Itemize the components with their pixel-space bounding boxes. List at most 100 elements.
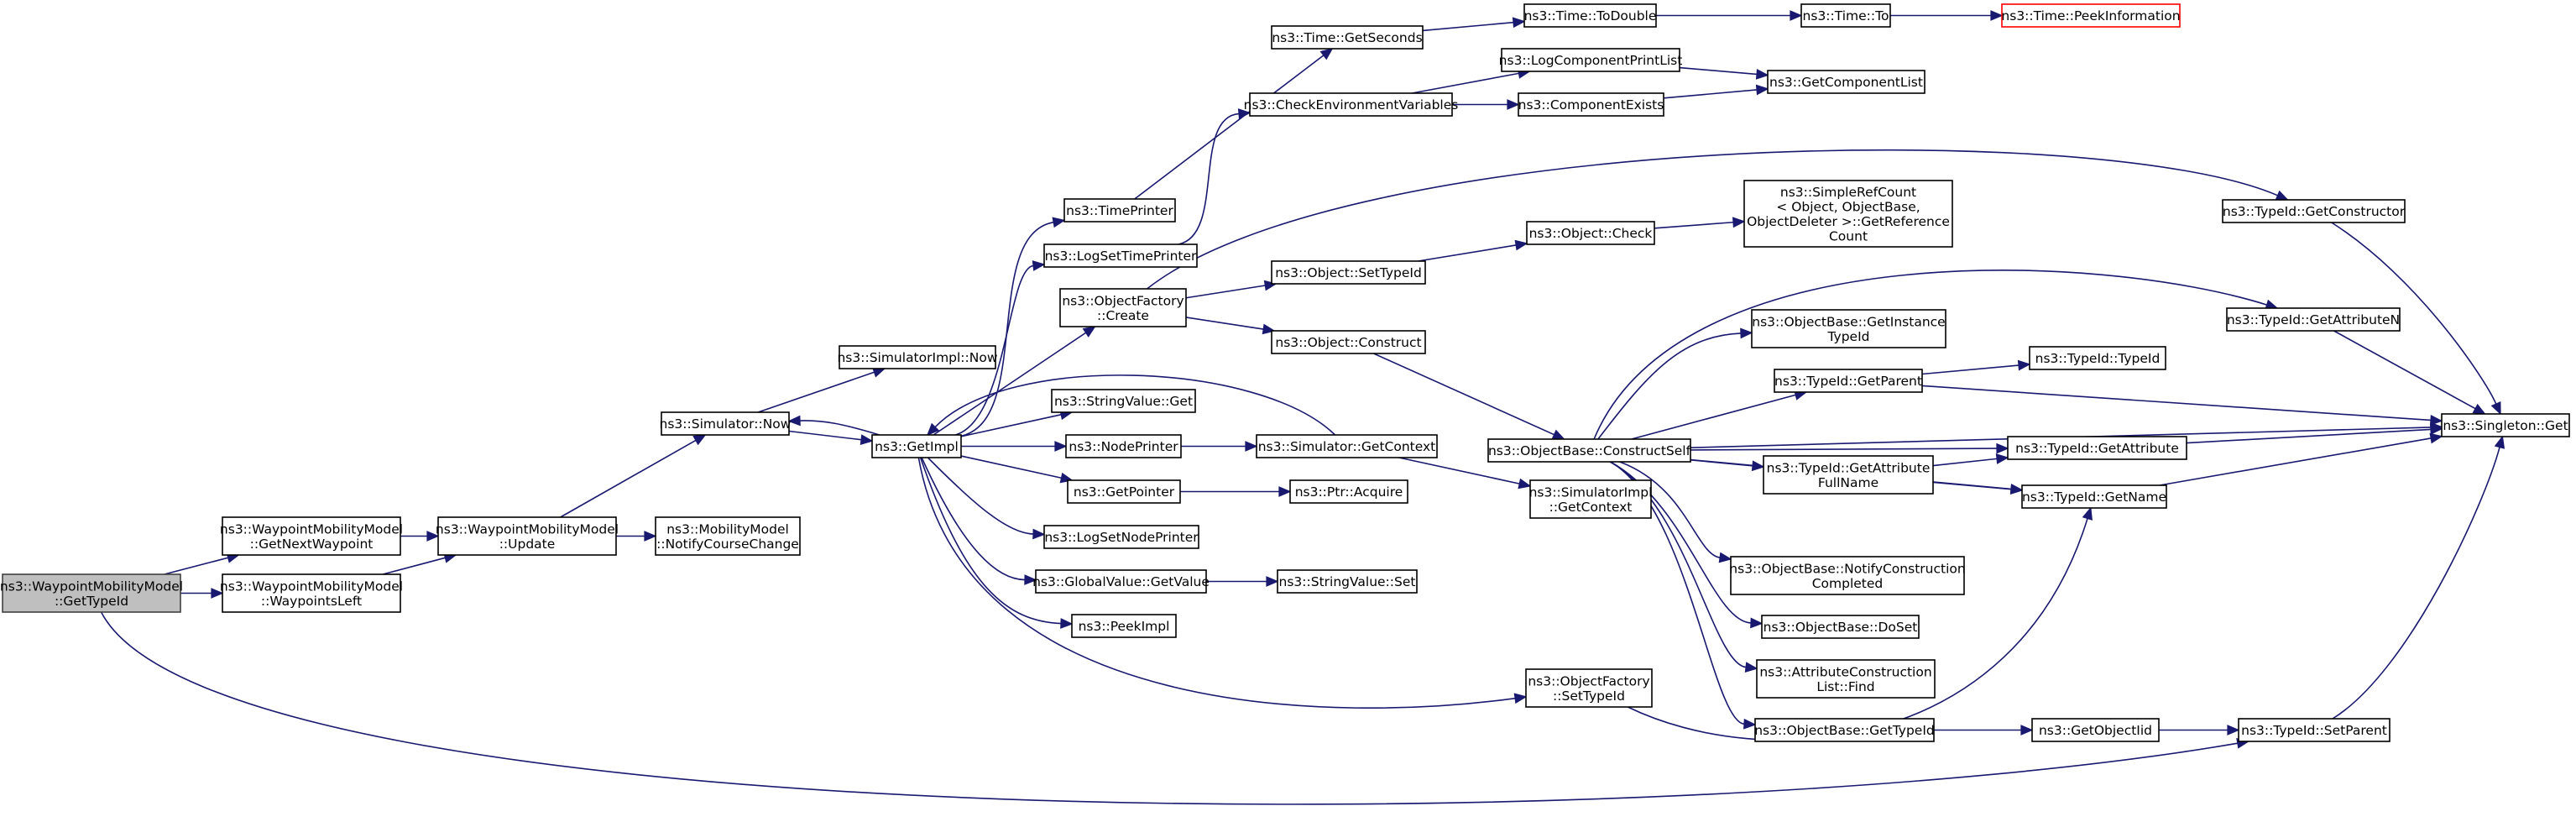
node-box[interactable] (1043, 243, 1198, 268)
node-box[interactable] (1065, 434, 1182, 458)
node-box[interactable] (2238, 718, 2391, 742)
node-box[interactable] (2021, 484, 2167, 509)
node-box[interactable] (1271, 25, 1424, 50)
node-timetodouble[interactable]: ns3::Time::ToDouble (1523, 3, 1657, 28)
node-box[interactable] (1051, 389, 1196, 413)
node-getimpl[interactable]: ns3::GetImpl (871, 434, 962, 458)
node-logcompprintlist[interactable]: ns3::LogComponentPrintList (1499, 48, 1683, 72)
node-box[interactable] (2029, 346, 2166, 370)
node-box[interactable] (1800, 3, 1891, 28)
node-box[interactable] (1249, 92, 1453, 117)
node-gettypeid-root[interactable]: ns3::WaypointMobilityModel::GetTypeId (0, 573, 183, 613)
node-objfactorycreate[interactable]: ns3::ObjectFactory::Create (1059, 288, 1187, 327)
node-typeidtypeid[interactable]: ns3::TypeId::TypeId (2029, 346, 2166, 370)
node-box[interactable] (1059, 288, 1187, 327)
node-box[interactable] (1529, 479, 1652, 519)
node-box[interactable] (1277, 569, 1418, 594)
node-box[interactable] (1289, 479, 1408, 504)
node-box[interactable] (2001, 3, 2181, 28)
node-typeidgetattributen[interactable]: ns3::TypeId::GetAttributeN (2226, 307, 2401, 332)
node-simplerefcount[interactable]: ns3::SimpleRefCount< Object, ObjectBase,… (1743, 180, 1953, 248)
node-box[interactable] (1756, 659, 1936, 699)
node-logsettimeprinter[interactable]: ns3::LogSetTimePrinter (1043, 243, 1198, 268)
node-typeidgetname[interactable]: ns3::TypeId::GetName (2021, 484, 2167, 509)
node-typeidgetconstructor[interactable]: ns3::TypeId::GetConstructor (2222, 199, 2406, 223)
node-box[interactable] (1763, 455, 1934, 495)
node-objbasegettypeid[interactable]: ns3::ObjectBase::GetTypeId (1754, 718, 1935, 742)
node-box[interactable] (1754, 718, 1935, 742)
node-dogetobj[interactable]: ns3::ObjectBase::DoSet (1761, 615, 1920, 639)
node-box[interactable] (1761, 615, 1920, 639)
node-box[interactable] (2441, 413, 2570, 437)
node-getnextwaypoint[interactable]: ns3::WaypointMobilityModel::GetNextWaypo… (220, 516, 403, 556)
node-peekimpl[interactable]: ns3::PeekImpl (1071, 614, 1177, 638)
node-notifycoursechange[interactable]: ns3::MobilityModel::NotifyCourseChange (655, 516, 801, 556)
node-box[interactable] (871, 434, 962, 458)
node-simnow[interactable]: ns3::Simulator::Now (660, 411, 792, 436)
node-constructself[interactable]: ns3::ObjectBase::ConstructSelf (1487, 438, 1691, 463)
node-box[interactable] (2226, 307, 2401, 332)
node-box[interactable] (1767, 70, 1925, 94)
node-logsetnodeprinter[interactable]: ns3::LogSetNodePrinter (1043, 525, 1199, 549)
node-simimplgetcontext[interactable]: ns3::SimulatorImpl::GetContext (1529, 479, 1653, 519)
node-simgetcontext[interactable]: ns3::Simulator::GetContext (1256, 434, 1438, 458)
node-box[interactable] (1271, 330, 1426, 354)
node-box[interactable] (222, 573, 401, 613)
node-box[interactable] (1487, 438, 1691, 463)
node-getobjectiid[interactable]: ns3::GetObjectIid (2031, 718, 2160, 742)
node-box[interactable] (222, 516, 401, 556)
node-box[interactable] (1774, 369, 1923, 393)
node-box[interactable] (1523, 3, 1657, 28)
node-checkenv[interactable]: ns3::CheckEnvironmentVariables (1244, 92, 1459, 117)
node-box[interactable] (661, 411, 790, 436)
node-box[interactable] (1067, 479, 1181, 504)
node-box[interactable] (1751, 309, 1946, 348)
node-box[interactable] (1071, 614, 1177, 638)
node-singletonget[interactable]: ns3::Singleton::Get (2441, 413, 2570, 437)
node-box[interactable] (2007, 436, 2187, 460)
node-box[interactable] (437, 516, 617, 556)
node-box[interactable] (1730, 556, 1965, 595)
node-timegetseconds[interactable]: ns3::Time::GetSeconds (1271, 25, 1424, 50)
node-getpointer[interactable]: ns3::GetPointer (1067, 479, 1181, 504)
node-stringvalueset[interactable]: ns3::StringValue::Set (1277, 569, 1418, 594)
node-waypointsleft[interactable]: ns3::WaypointMobilityModel::WaypointsLef… (220, 573, 403, 613)
node-box[interactable] (1063, 198, 1176, 223)
node-objsettypeid[interactable]: ns3::Object::SetTypeId (1271, 260, 1426, 285)
node-typeidgetparent[interactable]: ns3::TypeId::GetParent (1774, 369, 1923, 393)
node-timeto[interactable]: ns3::Time::To (1800, 3, 1891, 28)
node-typeidsetparent[interactable]: ns3::TypeId::SetParent (2238, 718, 2391, 742)
node-box[interactable] (2222, 199, 2406, 223)
node-box[interactable] (1271, 260, 1426, 285)
node-box[interactable] (1501, 48, 1680, 72)
node-box[interactable] (1035, 569, 1207, 594)
node-update[interactable]: ns3::WaypointMobilityModel::Update (436, 516, 619, 556)
node-notifyconstruction[interactable]: ns3::ObjectBase::NotifyConstructionCompl… (1729, 556, 1966, 595)
node-box[interactable] (2031, 718, 2160, 742)
node-componentexists[interactable]: ns3::ComponentExists (1518, 92, 1664, 117)
node-objectcheck[interactable]: ns3::Object::Check (1526, 221, 1655, 245)
node-box[interactable] (1043, 525, 1199, 549)
node-box[interactable] (655, 516, 801, 556)
node-ptracquire[interactable]: ns3::Ptr::Acquire (1289, 479, 1408, 504)
node-objfactorysettypeid[interactable]: ns3::ObjectFactory::SetTypeId (1525, 668, 1653, 708)
node-timepeekinfo[interactable]: ns3::Time::PeekInformation (2001, 3, 2181, 28)
node-nodeprinter[interactable]: ns3::NodePrinter (1065, 434, 1182, 458)
node-box[interactable] (1256, 434, 1438, 458)
node-getcomponentlist[interactable]: ns3::GetComponentList (1767, 70, 1925, 94)
node-box[interactable] (839, 345, 996, 369)
node-globalvaluegetvalue[interactable]: ns3::GlobalValue::GetValue (1032, 569, 1210, 594)
node-box[interactable] (1518, 92, 1664, 117)
node-stringvalueget[interactable]: ns3::StringValue::Get (1051, 389, 1196, 413)
node-box[interactable] (1743, 180, 1953, 248)
node-box[interactable] (2, 573, 181, 613)
node-timeprinter[interactable]: ns3::TimePrinter (1063, 198, 1176, 223)
node-box[interactable] (1526, 221, 1655, 245)
node-simimplnow[interactable]: ns3::SimulatorImpl::Now (837, 345, 998, 369)
node-objconstruct[interactable]: ns3::Object::Construct (1271, 330, 1426, 354)
node-box[interactable] (1525, 668, 1653, 708)
node-typeidgetattribute[interactable]: ns3::TypeId::GetAttribute (2007, 436, 2187, 460)
